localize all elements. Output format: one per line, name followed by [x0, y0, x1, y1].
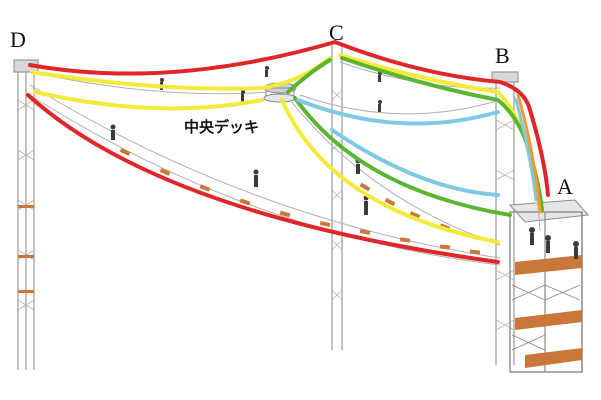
route-yellow-d-deck	[33, 90, 264, 111]
tower-a	[508, 199, 590, 373]
route-red-bottom	[26, 93, 500, 264]
point-label-d: D	[10, 27, 26, 52]
point-label-c: C	[329, 20, 344, 45]
route-blue-ca	[330, 128, 500, 197]
route-yellow-deck-a	[280, 98, 500, 244]
route-red-top	[28, 40, 550, 197]
tower-b	[491, 71, 519, 365]
point-label-a: A	[557, 174, 573, 199]
route-lines	[26, 40, 550, 264]
route-green-deck-a	[293, 96, 512, 217]
center-deck-label: 中央デッキ	[182, 118, 262, 136]
route-blue-ba	[514, 98, 538, 202]
point-label-b: B	[495, 43, 510, 68]
tower-d	[13, 59, 39, 370]
route-blue-deck-b	[296, 98, 500, 126]
tower-c	[331, 45, 343, 350]
route-yellow-dc	[30, 56, 332, 91]
bridge-d-a	[29, 84, 501, 266]
route-green-deck-c	[286, 58, 332, 94]
route-orange-ba	[516, 93, 542, 214]
